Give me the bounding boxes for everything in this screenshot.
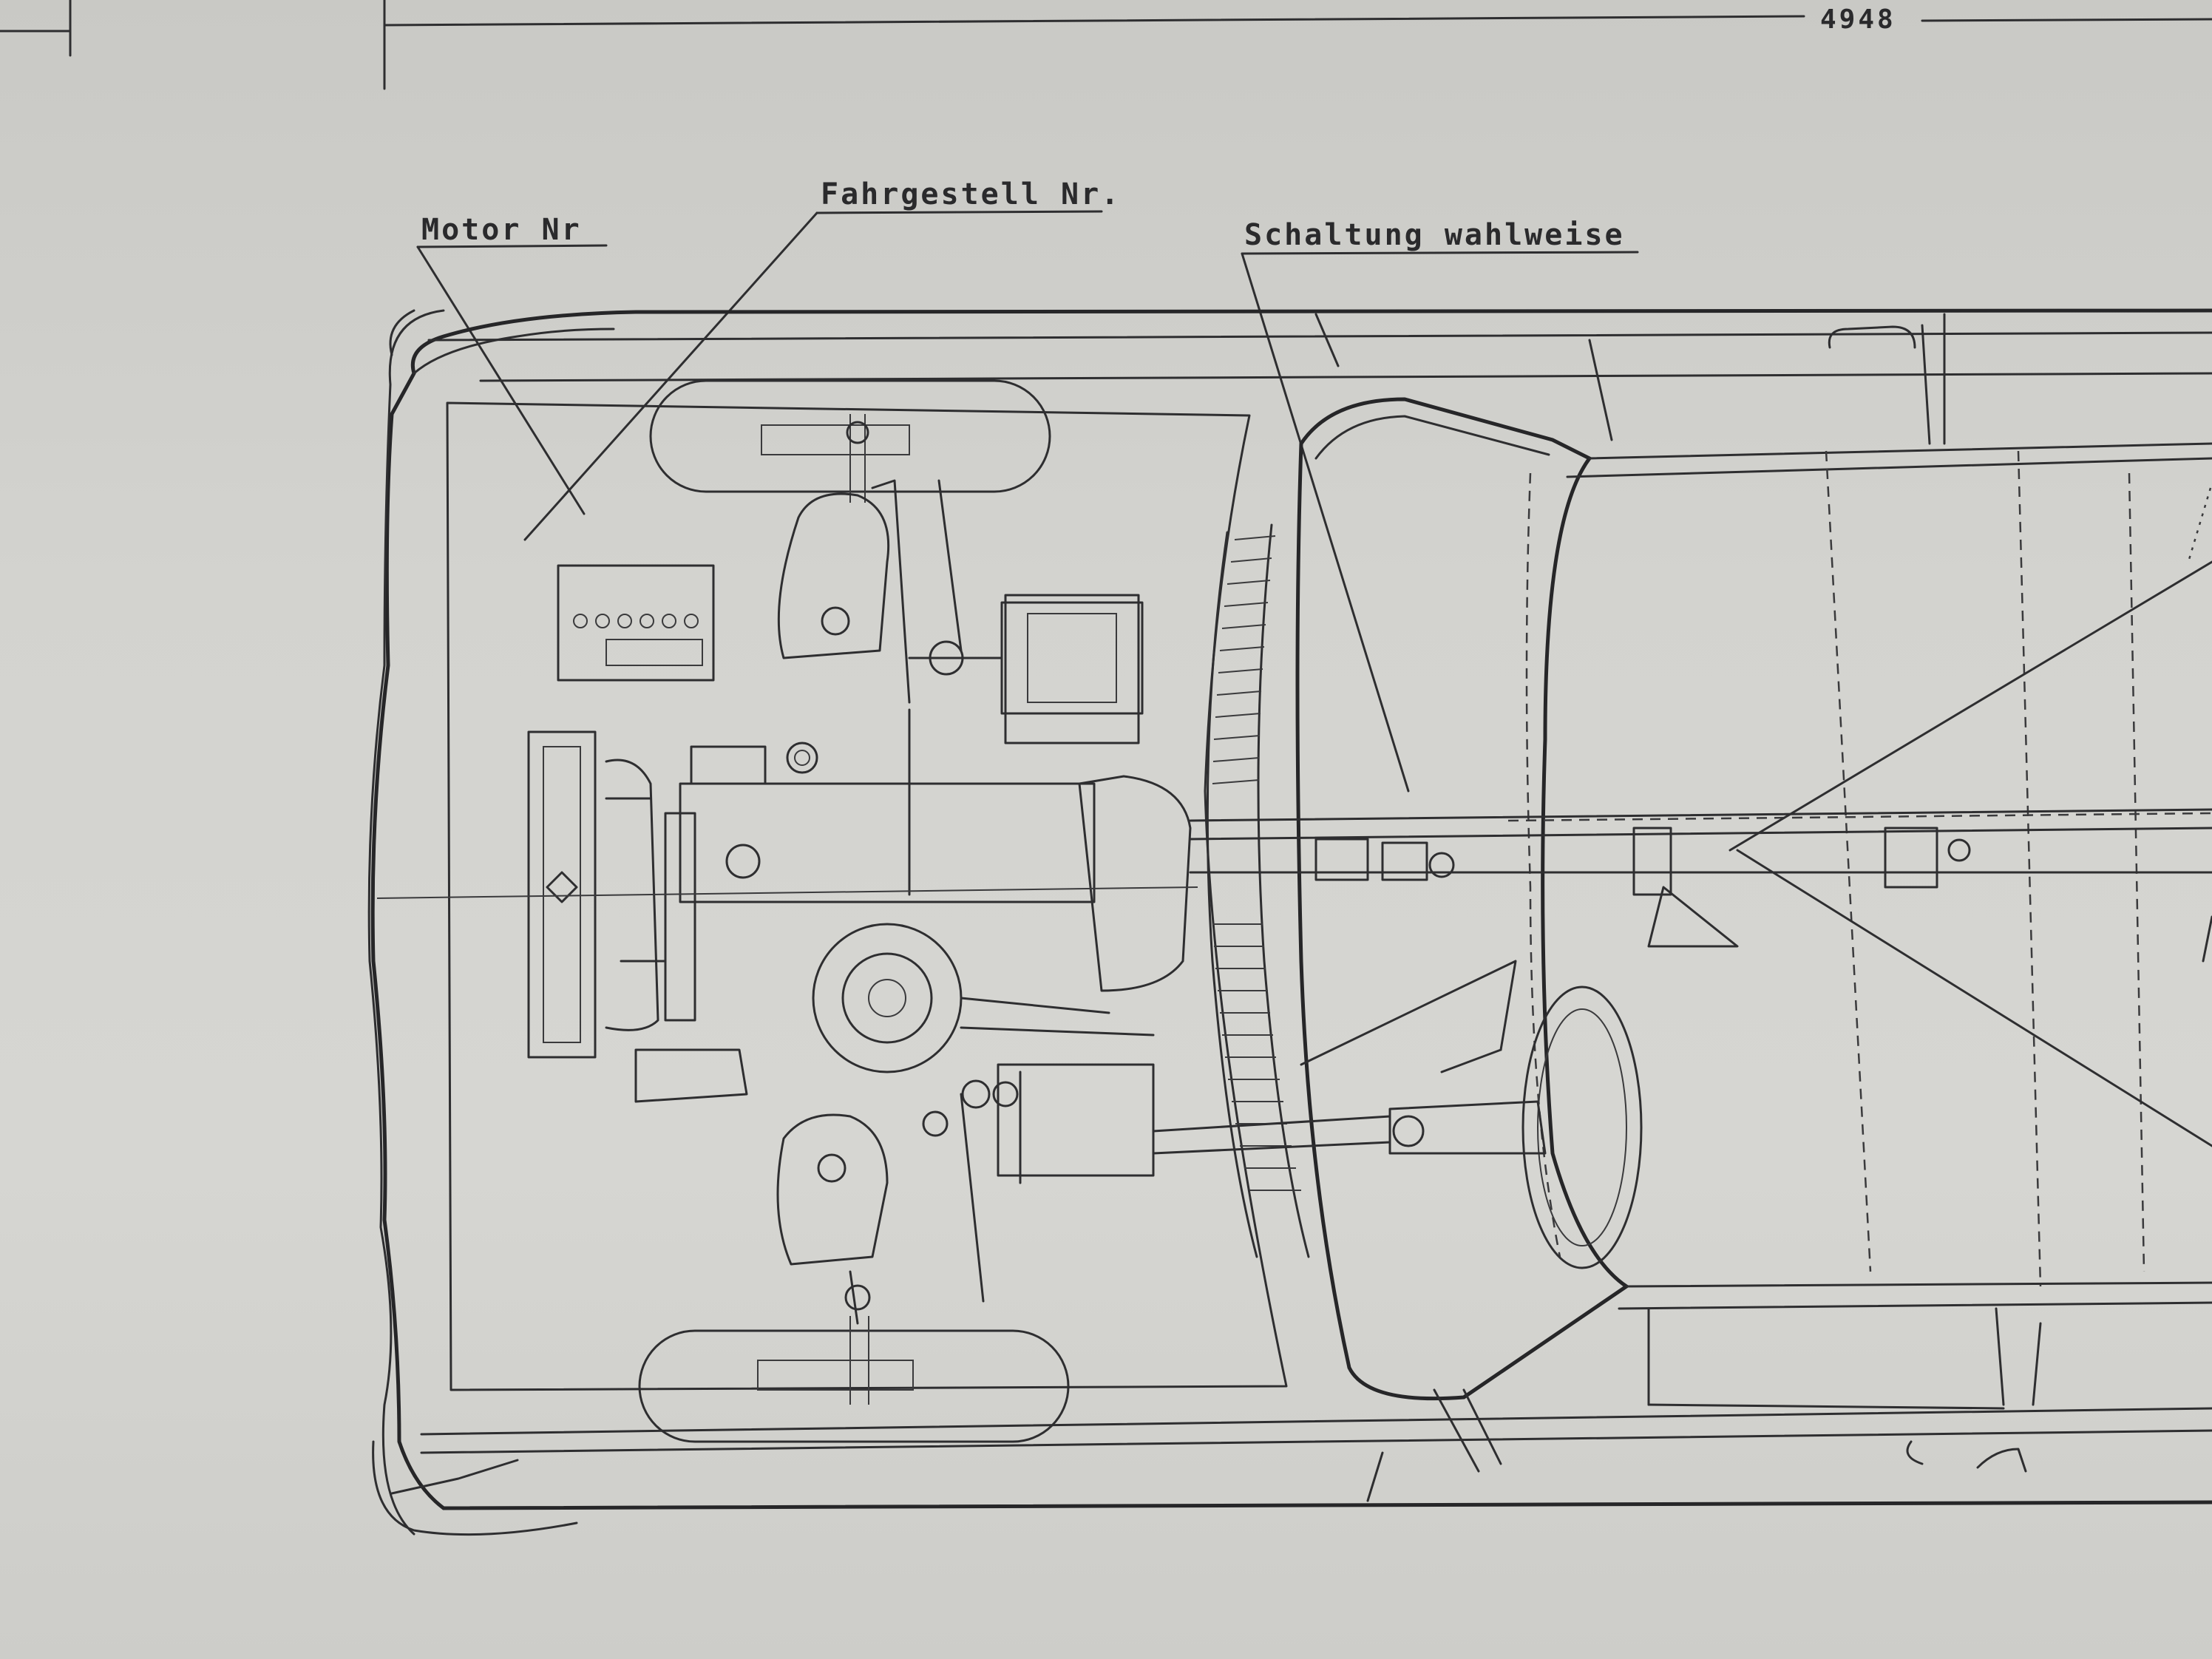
- front-wheel-top: [649, 379, 1051, 503]
- suspension: [776, 421, 985, 1325]
- drive-shaft: [1189, 808, 2212, 963]
- body-outline: [367, 308, 2212, 1536]
- flywheel: [812, 923, 1155, 1073]
- door-handles: [1828, 325, 2027, 1473]
- interior-hidden-lines: [1507, 450, 2212, 1287]
- engine-block: [605, 708, 1096, 1103]
- front-wheel-bottom: [638, 1316, 1070, 1443]
- battery: [557, 564, 715, 682]
- schaltung-label: Schaltung wahlweise: [1244, 218, 1625, 252]
- reservoirs: [908, 601, 1144, 715]
- steering: [1152, 985, 1643, 1269]
- label-leaders: [416, 210, 1639, 793]
- gearbox: [922, 594, 1192, 1184]
- dimension-line: [0, 0, 2212, 90]
- fahrgestell-nr-label: Fahrgestell Nr.: [821, 177, 1122, 211]
- radiator: [527, 730, 597, 1059]
- pedal-linkage: [1300, 960, 1517, 1473]
- motor-nr-label: Motor Nr: [421, 213, 582, 247]
- radiator-grille: [1206, 523, 1310, 1258]
- cabin-frame: [1295, 397, 2212, 1410]
- dimension-label: 4948: [1820, 4, 1896, 35]
- center-line: [376, 886, 1198, 899]
